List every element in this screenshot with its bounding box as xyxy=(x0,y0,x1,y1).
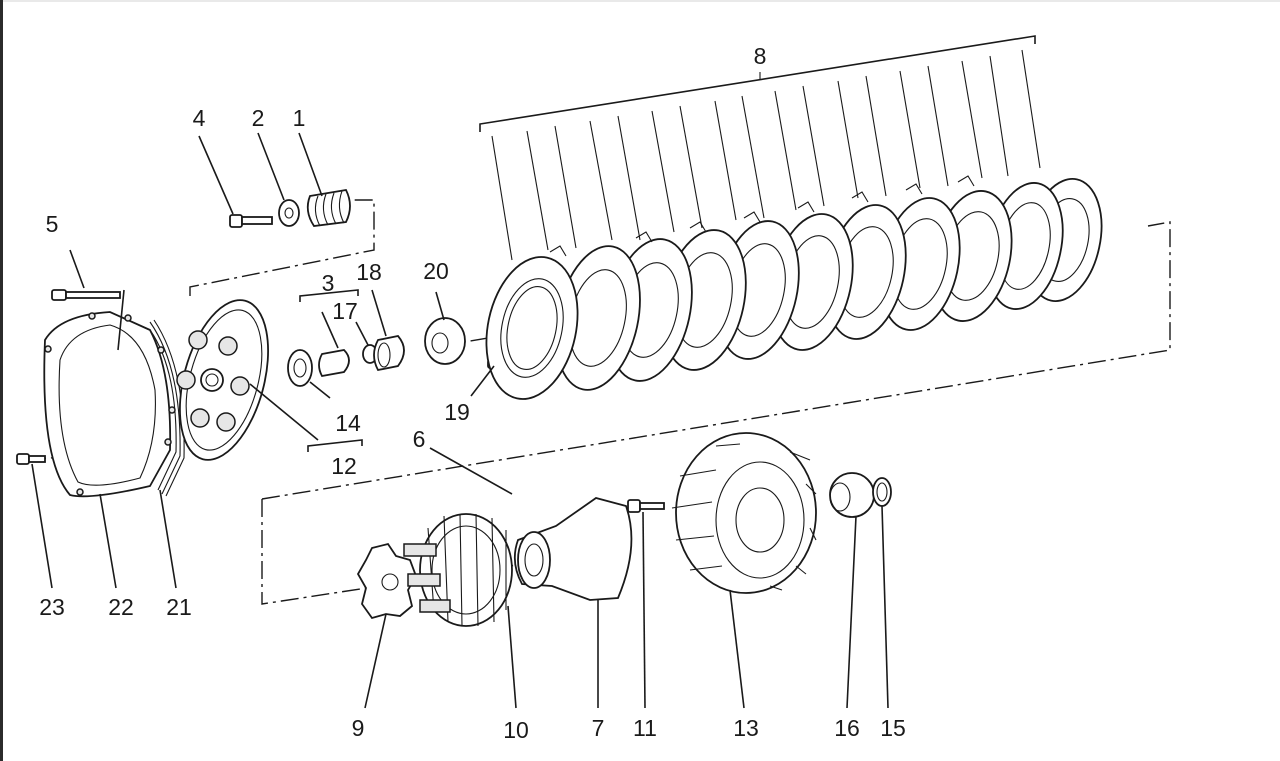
callout-14: 14 xyxy=(335,410,361,436)
spring-1 xyxy=(306,189,351,227)
callout-17: 17 xyxy=(332,298,358,324)
callout-13: 13 xyxy=(733,715,759,741)
leader-lines xyxy=(31,132,889,709)
bushing-16 xyxy=(829,472,875,518)
callout-6: 6 xyxy=(413,426,426,452)
screw-11 xyxy=(627,499,665,513)
bearing-14 xyxy=(287,349,313,387)
clutch-disc-stack xyxy=(485,175,1103,400)
callout-labels: 1 2 3 4 5 6 7 8 9 10 11 12 13 14 15 16 1… xyxy=(39,43,906,743)
callout-20: 20 xyxy=(423,258,449,284)
callout-2: 2 xyxy=(252,105,265,131)
callout-21: 21 xyxy=(166,594,192,620)
left-border xyxy=(0,0,3,761)
bushing-18 xyxy=(373,335,405,372)
washer-20 xyxy=(424,317,466,365)
callout-15: 15 xyxy=(880,715,906,741)
pushrod-cup xyxy=(318,349,350,378)
callout-4: 4 xyxy=(193,105,206,131)
callout-5: 5 xyxy=(46,211,59,237)
basket-13 xyxy=(671,432,817,594)
callout-23: 23 xyxy=(39,594,65,620)
top-border xyxy=(0,0,1280,2)
pressure-plate xyxy=(176,299,269,461)
screw-23 xyxy=(16,453,46,465)
bolt-4 xyxy=(229,214,273,228)
callout-1: 1 xyxy=(293,105,306,131)
callout-12: 12 xyxy=(331,453,357,479)
callout-8: 8 xyxy=(754,43,767,69)
star-plate-9 xyxy=(356,542,417,620)
washer-2 xyxy=(278,199,300,227)
callout-10: 10 xyxy=(503,717,529,743)
callout-11: 11 xyxy=(633,715,657,741)
ring-15 xyxy=(872,477,892,507)
callout-19: 19 xyxy=(444,399,470,425)
callout-18: 18 xyxy=(356,259,382,285)
callout-7: 7 xyxy=(592,715,605,741)
callout-16: 16 xyxy=(834,715,860,741)
bracket-8 xyxy=(479,35,1041,261)
hub-7 xyxy=(513,497,633,601)
callout-22: 22 xyxy=(108,594,134,620)
callout-9: 9 xyxy=(352,715,365,741)
callout-3: 3 xyxy=(322,270,335,296)
screw-5 xyxy=(51,289,121,301)
gear-hub-10 xyxy=(403,513,513,627)
clutch-cover xyxy=(43,311,177,498)
